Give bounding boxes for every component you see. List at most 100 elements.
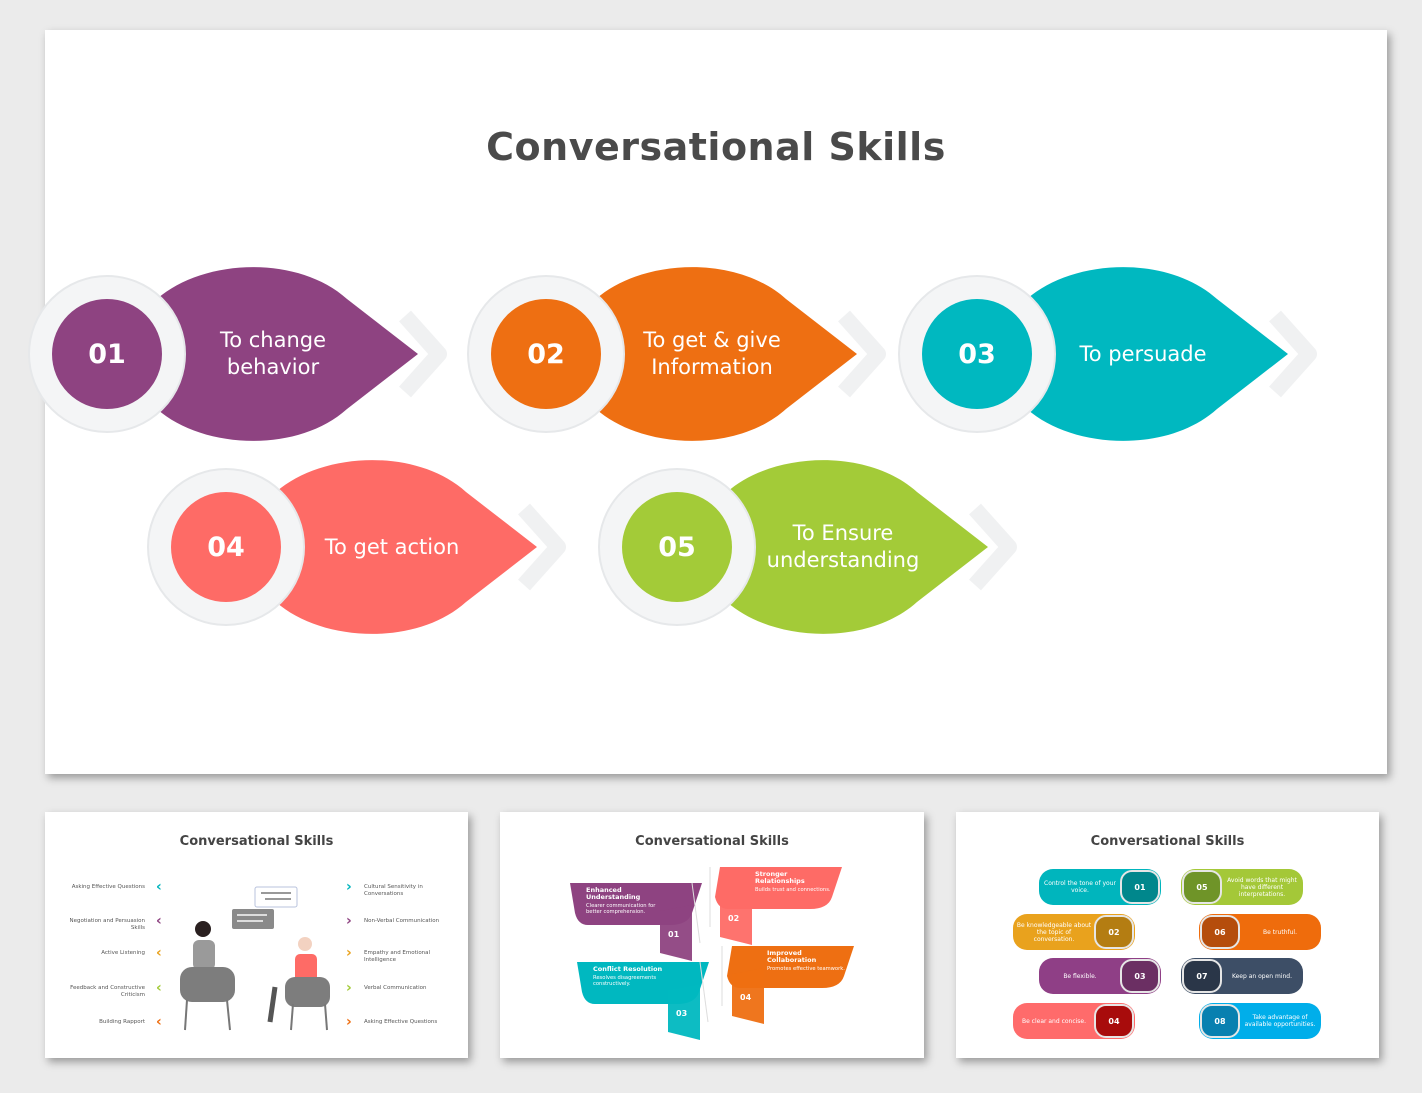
step-graphic <box>28 267 447 441</box>
tip-text: Take advantage of available opportunitie… <box>1244 1014 1316 1028</box>
step-label: To get action <box>324 534 460 559</box>
skill-label-left: Negotiation and Persuasion Skills <box>69 918 145 931</box>
tip-text: Be flexible. <box>1063 972 1097 980</box>
step-graphic <box>598 460 1017 634</box>
tip-number: 06 <box>1200 915 1240 949</box>
chevron-right-icon: › <box>346 879 352 895</box>
chevron-arrow-icon <box>518 503 566 591</box>
step-number: 05 <box>658 531 696 563</box>
number-circle <box>622 492 732 602</box>
number-circle <box>171 492 281 602</box>
step-label: To persuade <box>1079 341 1207 366</box>
ribbon-shape <box>577 961 709 1040</box>
tip-pill-04: 04 Be clear and concise. <box>1013 1003 1135 1039</box>
step-number: 01 <box>88 338 126 370</box>
tip-number: 05 <box>1182 870 1222 904</box>
skill-label-left: Feedback and Constructive Criticism <box>70 985 145 998</box>
ribbon-shape <box>721 946 854 1024</box>
chevron-arrow-icon <box>838 310 886 398</box>
step-graphic <box>898 267 1317 441</box>
tip-text: Keep an open mind. <box>1231 972 1293 980</box>
step-label: To Ensure understanding <box>766 521 920 572</box>
step-number: 03 <box>958 338 996 370</box>
tip-text: Be truthful. <box>1263 928 1297 936</box>
tip-pill-03: 03 Be flexible. <box>1039 958 1161 994</box>
step-graphic <box>467 267 886 441</box>
leaf-shape <box>596 267 857 441</box>
ribbon-text: Promotes effective teamwork. <box>767 966 845 972</box>
ribbon-number: 02 <box>728 914 740 923</box>
ribbon-shape <box>570 882 702 961</box>
tip-pill-08: 08 Take advantage of available opportunit… <box>1199 1003 1321 1039</box>
tip-text: Control the tone of your voice. <box>1044 880 1116 894</box>
tip-number: 04 <box>1094 1004 1134 1038</box>
chevron-arrow-icon <box>399 310 447 398</box>
step-label: To change behavior <box>219 328 327 379</box>
ribbon-number: 04 <box>740 993 752 1002</box>
ribbon-text: Clearer communication for better compreh… <box>586 903 656 915</box>
ribbon-number: 01 <box>668 930 680 939</box>
ribbon-text: Resolves disagreements constructively. <box>593 975 657 987</box>
skill-label-left: Asking Effective Questions <box>71 884 145 890</box>
chevron-left-icon: ‹ <box>156 913 162 929</box>
slide-title: Conversational Skills <box>486 125 946 169</box>
tip-pill-01: 01 Control the tone of your voice. <box>1039 869 1161 905</box>
chevron-right-icon: › <box>346 945 352 961</box>
tip-text: Be knowledgeable about the topic of conv… <box>1016 921 1092 943</box>
skill-label-right: Cultural Sensitivity in Conversations <box>364 884 423 897</box>
step-item-03: 03 To persuade <box>897 264 1327 444</box>
ribbon-heading: Conflict Resolution <box>593 965 663 973</box>
tip-number: 01 <box>1120 870 1160 904</box>
chevron-left-icon: ‹ <box>156 945 162 961</box>
conversation-illustration <box>180 886 330 1031</box>
step-graphic <box>147 460 566 634</box>
thumbnail-title: Conversational Skills <box>635 834 789 849</box>
step-item-04: 04 To get action <box>146 457 576 637</box>
leaf-shape <box>157 267 418 441</box>
leaf-shape <box>276 460 537 634</box>
skill-label-right: Non-Verbal Communication <box>364 918 440 924</box>
thumbnail-slide-2[interactable]: Conversational Skills Enhanced Understan… <box>500 812 924 1058</box>
number-circle <box>52 299 162 409</box>
skill-label-left: Building Rapport <box>99 1019 145 1025</box>
leaf-shape <box>727 460 988 634</box>
ribbon-heading: Enhanced Understanding <box>586 886 641 901</box>
main-slide-preview[interactable]: Conversational Skills 01 To change behavi… <box>28 30 1387 774</box>
ribbon-shape <box>709 867 842 945</box>
chevron-right-icon: › <box>346 1014 352 1030</box>
thumbnail-title: Conversational Skills <box>179 834 334 849</box>
tip-text: Be clear and concise. <box>1021 1017 1087 1025</box>
ribbon-heading: Improved Collaboration <box>767 949 817 964</box>
number-circle <box>491 299 601 409</box>
thumbnail-slide-1[interactable]: Conversational Skills Asking Effective Q… <box>45 812 468 1058</box>
thumbnail-title: Conversational Skills <box>1090 834 1245 849</box>
step-item-05: 05 To Ensure understanding <box>597 457 1027 637</box>
chevron-left-icon: ‹ <box>156 879 162 895</box>
step-number: 04 <box>207 531 245 563</box>
step-label: To get & give Information <box>643 328 781 379</box>
tip-number: 08 <box>1200 1004 1240 1038</box>
thumbnail-slide-3[interactable]: Conversational Skills 01 Control the tone… <box>956 812 1379 1058</box>
tip-pill-06: 06 Be truthful. <box>1199 914 1321 950</box>
skill-label-left: Active Listening <box>101 950 145 956</box>
chevron-right-icon: › <box>346 913 352 929</box>
chevron-arrow-icon <box>1269 310 1317 398</box>
skill-label-right: Asking Effective Questions <box>364 1019 438 1025</box>
ribbon-text: Builds trust and connections. <box>755 887 831 893</box>
tip-text: Avoid words that might have different in… <box>1227 876 1297 898</box>
skill-label-right: Empathy and Emotional Intelligence <box>364 950 431 963</box>
skill-label-right: Verbal Communication <box>364 985 427 991</box>
chevron-arrow-icon <box>969 503 1017 591</box>
step-item-01: 01 To change behavior <box>27 264 457 444</box>
tip-number: 03 <box>1120 959 1160 993</box>
number-circle <box>922 299 1032 409</box>
chevron-left-icon: ‹ <box>156 1014 162 1030</box>
